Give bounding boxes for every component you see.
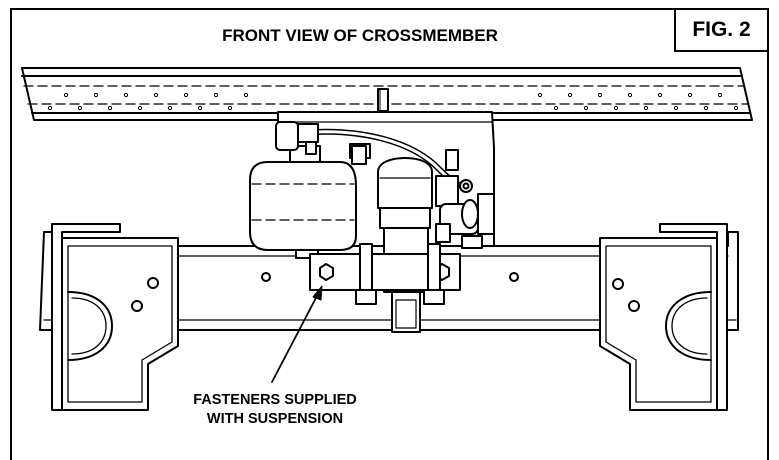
fasteners-callout: FASTENERS SUPPLIED WITH SUSPENSION: [150, 391, 400, 429]
right-end-bracket: [599, 223, 728, 411]
rail-holes: [47, 92, 739, 111]
left-end-bracket: [51, 223, 179, 411]
callout-arrow: [271, 285, 323, 383]
beam-hole: [509, 272, 519, 282]
height-control-valve: [275, 121, 495, 249]
callout-line-1: FASTENERS SUPPLIED: [193, 392, 357, 408]
figure-label: FIG. 2: [674, 8, 769, 52]
air-spring: [249, 145, 357, 259]
callout-line-2: WITH SUSPENSION: [206, 411, 344, 427]
figure-frame: [10, 8, 769, 460]
figure-title: FRONT VIEW OF CROSSMEMBER: [222, 26, 498, 45]
top-stud: [377, 88, 389, 112]
mounting-fasteners: [309, 145, 461, 305]
beam-hole: [261, 272, 271, 282]
